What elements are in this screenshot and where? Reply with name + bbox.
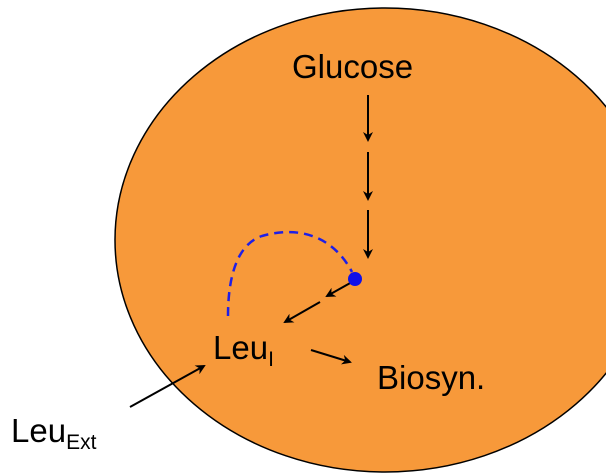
leu-internal-subscript: I	[268, 348, 274, 371]
branch-point-dot	[348, 272, 362, 286]
leu-external-label: LeuExt	[11, 412, 96, 453]
pathway-arrow-4	[325, 281, 353, 297]
leu-external-subscript: Ext	[66, 431, 97, 454]
biosyn-label: Biosyn.	[377, 361, 485, 394]
uptake-arrow	[129, 365, 206, 408]
cell-body	[114, 7, 606, 473]
glucose-text: Glucose	[292, 48, 414, 85]
leu-internal-text: Leu	[213, 329, 269, 366]
leu-internal-label: LeuI	[213, 329, 274, 370]
biosynthesis-arrow	[310, 349, 352, 365]
feedback-inhibition-line	[226, 230, 354, 317]
leu-external-text: Leu	[11, 412, 67, 449]
biosyn-text: Biosyn.	[377, 359, 486, 396]
glucose-label: Glucose	[292, 50, 413, 83]
pathway-arrow-5	[283, 301, 321, 323]
